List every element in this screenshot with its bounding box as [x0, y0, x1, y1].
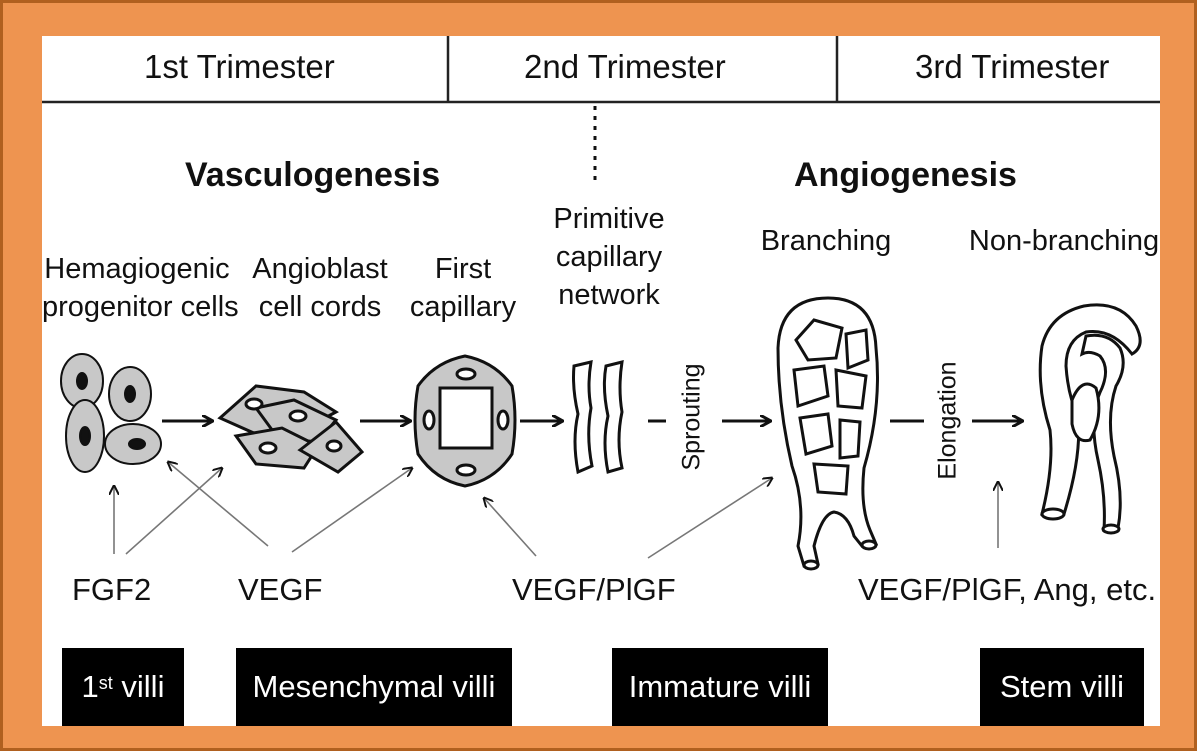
trimester-1-label: 1st Trimester — [144, 48, 335, 86]
primitive-network-drawing — [574, 362, 623, 472]
diagram-graphics — [42, 36, 1160, 726]
villi-first-text: villi — [113, 669, 165, 705]
trimester-2-label: 2nd Trimester — [524, 48, 726, 86]
first-capillary-drawing — [415, 356, 515, 486]
factor-vegf-plgf: VEGF/PlGF — [512, 572, 676, 608]
vasculogenesis-heading: Vasculogenesis — [185, 156, 440, 195]
angiogenesis-heading: Angiogenesis — [794, 156, 1017, 195]
trimester-3-label: 3rd Trimester — [915, 48, 1109, 86]
villi-box-stem: Stem villi — [980, 648, 1144, 726]
stage-non-branching-label: Non-branching — [968, 222, 1160, 260]
villi-box-mesenchymal: Mesenchymal villi — [236, 648, 512, 726]
stage-branching-label: Branching — [748, 222, 904, 260]
elongation-label: Elongation — [934, 361, 963, 481]
stem-villus-drawing — [1040, 305, 1140, 533]
branching-villus-drawing — [778, 298, 878, 569]
sprouting-label: Sprouting — [678, 371, 707, 471]
factor-fgf2: FGF2 — [72, 572, 151, 608]
factor-vegf: VEGF — [238, 572, 322, 608]
angioblast-cords-drawing — [220, 386, 362, 472]
villi-box-immature: Immature villi — [612, 648, 828, 726]
factor-vegf-plgf-ang: VEGF/PlGF, Ang, etc. — [858, 572, 1156, 608]
progenitor-cells-drawing — [61, 354, 161, 472]
villi-first-number: 1 — [82, 669, 99, 705]
diagram-panel: 1st Trimester 2nd Trimester 3rd Trimeste… — [42, 36, 1160, 726]
villi-first-superscript: st — [99, 673, 113, 694]
